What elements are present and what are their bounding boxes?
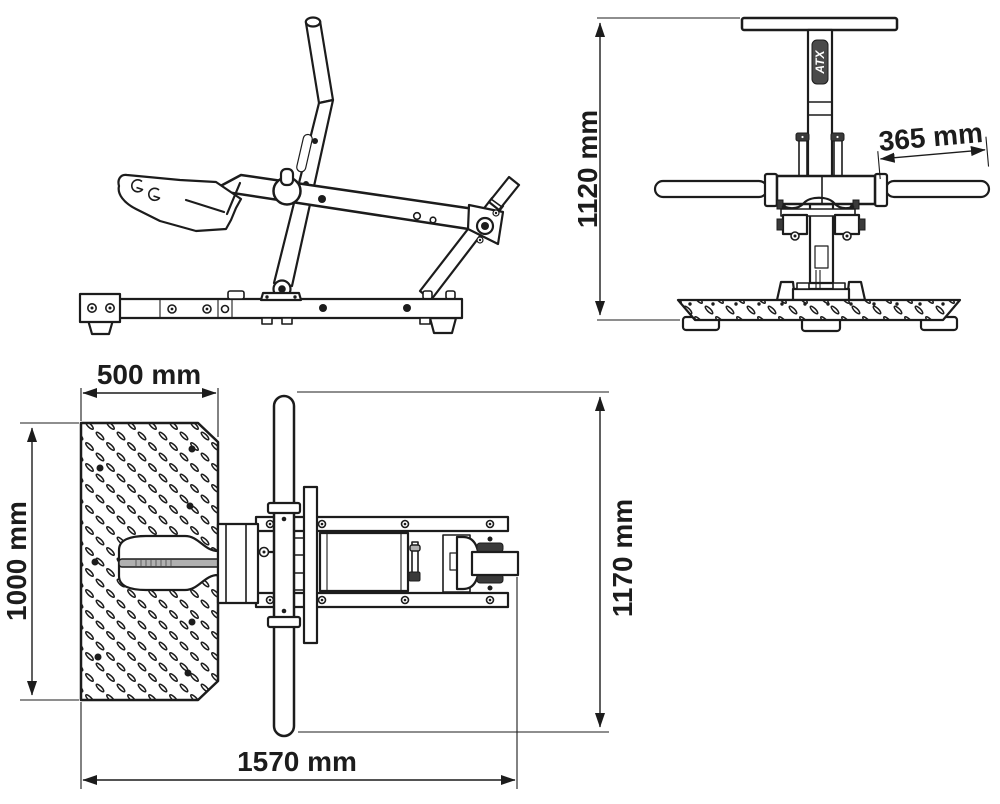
front-checker-plate [676, 298, 962, 322]
tgrip-crossbar [266, 394, 302, 738]
top-view: 500 mm 1000 mm 1170 mm 1570 mm [1, 359, 638, 789]
upright-post-side [272, 16, 335, 288]
handle-housing [775, 174, 877, 217]
crossbar-collar [266, 501, 302, 515]
rail-tab [227, 290, 245, 300]
lever-pivot [272, 167, 302, 206]
grip-handle [117, 173, 243, 233]
front-block [216, 522, 260, 605]
dim-label-overall-width: 1170 mm [607, 499, 638, 617]
rod-knurling [135, 560, 172, 566]
rear-assembly [408, 534, 520, 593]
dim-height: 1120 mm [572, 17, 740, 321]
dim-overall-length: 1570 mm [80, 577, 518, 789]
upright-post-front: ATX [806, 28, 834, 180]
dim-label-plate-width: 500 mm [97, 359, 201, 390]
hook-curl [148, 187, 161, 202]
rail-bolts-top [265, 519, 495, 529]
dim-handle-length: 365 mm [877, 117, 990, 180]
platform-bolt-dots [91, 445, 196, 677]
handle-flange [763, 172, 779, 208]
strut-cap [487, 175, 521, 212]
rail-bolt-group [167, 304, 411, 314]
tbar-top-handle [740, 16, 899, 32]
dim-overall-width: 1170 mm [297, 391, 638, 733]
dim-label-overall-length: 1570 mm [237, 746, 357, 777]
strut-bolt [445, 290, 456, 300]
post-slot [296, 133, 313, 173]
left-handle [653, 179, 769, 199]
side-view [78, 16, 521, 336]
right-handle [884, 179, 991, 199]
upright-post-top [302, 485, 319, 645]
crossbar-collar [266, 615, 302, 629]
rail-clip [419, 317, 431, 325]
base-mount [775, 280, 867, 302]
rail-clip [261, 317, 273, 325]
pivot-bearing [259, 279, 303, 302]
strut-bolt [422, 290, 433, 300]
guide-rod-group [795, 132, 845, 179]
dim-label-height: 1120 mm [572, 110, 603, 228]
support-strut [418, 175, 521, 302]
hook-curl [131, 179, 144, 193]
checker-platform [79, 421, 256, 702]
linkage-group [776, 213, 866, 241]
dim-plate-width: 500 mm [80, 359, 219, 437]
front-view: 1120 mm ATX [572, 16, 991, 333]
atx-logo-text: ATX [813, 49, 827, 74]
plate-bolt-dots [688, 302, 945, 306]
base-rail [78, 290, 464, 325]
end-bracket [470, 550, 520, 577]
arm-bracket [466, 203, 505, 246]
dim-label-plate-depth: 1000 mm [1, 501, 32, 621]
rail-end-block [78, 292, 122, 324]
atx-logo: ATX [811, 39, 829, 85]
rail-bolts-bottom [265, 595, 495, 605]
lever-arm [211, 173, 483, 232]
pivot-pin [279, 167, 295, 187]
rail-clip [281, 317, 293, 325]
handle-flange [873, 172, 889, 208]
dim-plate-depth: 1000 mm [1, 422, 79, 701]
row-handle-group [653, 172, 991, 208]
